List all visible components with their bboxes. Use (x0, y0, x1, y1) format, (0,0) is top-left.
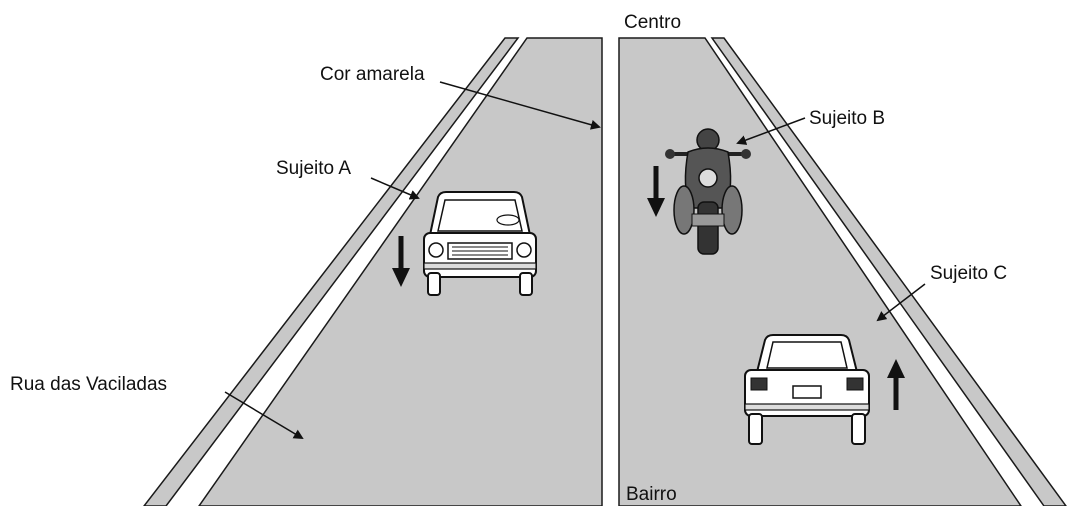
label-sujeito-c: Sujeito C (930, 263, 1007, 284)
leader-sujeito-c (876, 283, 926, 322)
leader-sujeito-a (370, 177, 420, 200)
label-sujeito-a: Sujeito A (276, 158, 351, 179)
labels: Centro Bairro Cor amarela Sujeito A Suje… (10, 12, 1007, 505)
label-cor-amarela: Cor amarela (320, 64, 425, 85)
car-front-icon (423, 191, 537, 296)
leader-cor-amarela (439, 81, 601, 130)
label-bairro: Bairro (626, 484, 677, 505)
arrow-down-icon (647, 166, 665, 217)
left-outer-shoulder (143, 37, 520, 506)
direction-arrows (392, 166, 905, 410)
leader-lines (224, 81, 926, 440)
label-sujeito-b: Sujeito B (809, 108, 885, 129)
arrow-down-icon (392, 236, 410, 287)
right-outer-shoulder (710, 37, 1067, 506)
leader-rua (224, 391, 304, 440)
motorcycle-front-icon (665, 128, 751, 255)
label-street-name: Rua das Vaciladas (10, 374, 167, 395)
leader-sujeito-b (736, 117, 806, 145)
label-centro: Centro (624, 12, 681, 33)
car-rear-icon (744, 334, 870, 445)
arrow-up-icon (887, 359, 905, 410)
